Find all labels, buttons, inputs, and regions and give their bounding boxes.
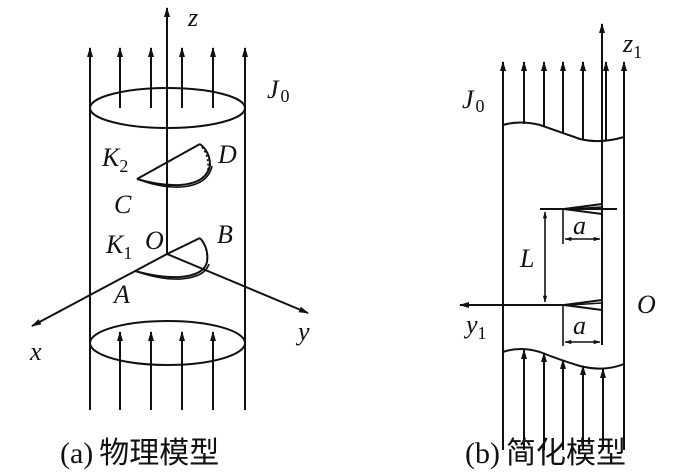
crack-k1-label: K1 [105,230,132,263]
point-c-label: C [114,190,132,219]
z-axis-label: z [187,3,198,32]
crack-k2-edge [136,143,201,180]
origin-label-a: O [145,226,164,255]
z1-axis-label: z1 [622,29,642,62]
x-axis-label: x [29,337,42,366]
y-axis [166,253,309,314]
x-axis [31,253,168,327]
crack-k2-front [136,143,212,187]
bottom-current-arrows [117,331,216,410]
caption-b: (b)简化模型 [465,436,626,471]
point-b-label: B [217,220,233,249]
crack-depth-label-bottom: a [573,311,586,340]
caption-a: (a)物理模型 [60,436,219,471]
crack-k2-front-inner [139,165,213,188]
bottom-crack-inner [569,302,603,306]
spacing-label-l: L [519,244,534,273]
top-crack-wedge [563,203,603,215]
crack-k2 [136,143,213,188]
y-axis-label: y [295,317,310,346]
crack-k1-front-inner [137,263,210,280]
crack-depth-label-top: a [573,211,586,240]
top-current-arrows-b [500,61,627,450]
y1-axis-label: y1 [463,310,487,343]
crack-k1-dotted-edge [201,240,208,263]
crack-k2-label: K2 [101,143,128,176]
cylinder-bottom-ellipse [89,320,246,366]
bottom-current-arrows-b [521,349,606,450]
crack-k1 [134,237,210,280]
bottom-crack-wedge [563,299,603,311]
origin-label-b: O [637,290,656,319]
top-current-arrows [117,47,216,108]
crack-k2-dotted-edge [201,146,209,171]
point-d-label: D [217,140,237,169]
top-crack-inner [569,206,603,210]
crack-k1-edge [166,237,201,255]
point-a-label: A [112,280,130,309]
